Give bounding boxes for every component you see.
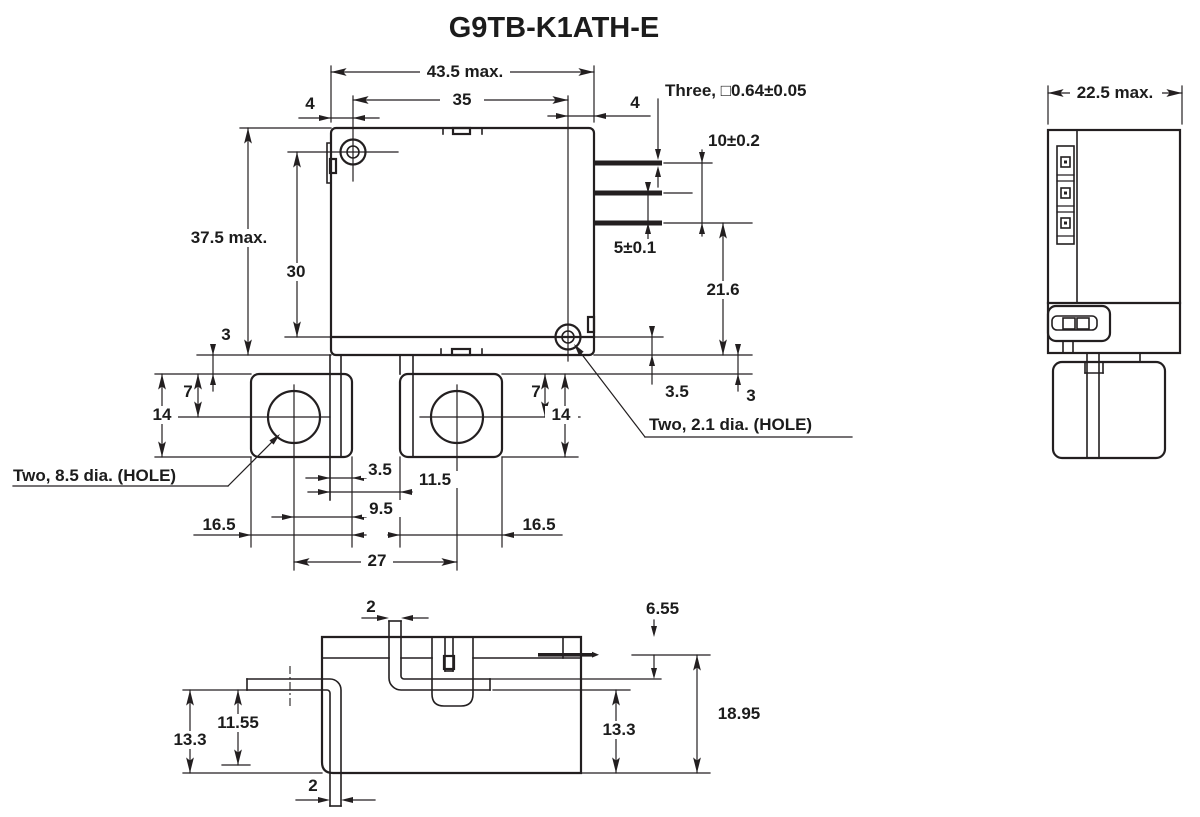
- terminal-pin: [594, 190, 662, 196]
- label-bg: [1070, 84, 1162, 102]
- dim-height-max: 37.5 max.: [191, 228, 268, 247]
- label-bg: [420, 63, 510, 81]
- front-view: 43.5 max. 35 4 4 Three, □0.64±0.05 10±0.…: [12, 62, 853, 571]
- side-view-outline: [1046, 128, 1182, 460]
- dim-bar-span: 11.5: [419, 470, 451, 489]
- dim-tab-hole-right: 7: [531, 382, 540, 401]
- mounting-tabs: [167, 354, 581, 571]
- label-bg: [412, 471, 458, 488]
- note-pin-size: Three, □0.64±0.05: [665, 81, 807, 100]
- label-bg: [440, 91, 484, 109]
- dim-hole-span-h: 35: [453, 90, 472, 109]
- dim-bar-thickness-top: 2: [366, 597, 375, 616]
- dim-gap-left: 3: [221, 325, 230, 344]
- dim-depth-max: 22.5 max.: [1077, 83, 1154, 102]
- label-bg: [147, 406, 178, 424]
- label-bg: [209, 714, 267, 732]
- dimension-lines: [12, 68, 853, 566]
- bottom-view-outline: [246, 620, 599, 807]
- front-view-outline: [287, 95, 662, 362]
- side-view: 22.5 max.: [1046, 83, 1183, 460]
- dim-case-to-bar: 6.55: [646, 599, 679, 618]
- dim-bar-thickness-bottom: 2: [308, 776, 317, 795]
- dim-pin-to-base: 18.95: [718, 704, 761, 723]
- note-large-holes: Two, 8.5 dia. (HOLE): [13, 466, 176, 485]
- label-bg: [545, 406, 578, 424]
- dim-tab-width-left: 16.5: [202, 515, 235, 534]
- terminal-pin: [594, 220, 662, 226]
- dim-hole-to-bottom: 3.5: [665, 382, 689, 401]
- bottom-view-dimensions: [182, 615, 711, 803]
- dim-width-max: 43.5 max.: [427, 62, 504, 81]
- dim-bar-to-base-left: 13.3: [173, 730, 206, 749]
- page-title: G9TB-K1ATH-E: [449, 12, 660, 44]
- dim-pin-to-base: 21.6: [706, 280, 739, 299]
- terminal-pin: [594, 160, 662, 166]
- label-bg: [596, 721, 642, 739]
- dim-hole-to-edge: 9.5: [369, 499, 393, 518]
- dim-bar-offset: 3.5: [368, 460, 392, 479]
- label-bg: [167, 731, 213, 749]
- dim-pin-pitch: 5±0.1: [614, 238, 656, 257]
- label-bg: [700, 281, 747, 299]
- label-bg: [606, 239, 664, 257]
- dim-bar-to-tab: 11.55: [217, 713, 259, 732]
- dim-hole-span-v: 30: [287, 262, 306, 281]
- dim-tab-height-left: 14: [153, 405, 172, 424]
- dim-tab-hole-left: 7: [183, 382, 192, 401]
- note-small-holes: Two, 2.1 dia. (HOLE): [649, 415, 812, 434]
- label-bg: [362, 500, 401, 517]
- terminal-pin: [538, 653, 592, 657]
- dim-offset-right: 4: [630, 93, 640, 112]
- dim-pin-span: 10±0.2: [708, 131, 760, 150]
- bottom-view: 2 6.55 18.95 13.3 11.55 13.3 2: [167, 597, 761, 807]
- dim-tab-width-right: 16.5: [522, 515, 555, 534]
- label-bg: [281, 263, 312, 281]
- dim-hole-pitch: 27: [368, 551, 387, 570]
- dim-gap-right: 3: [746, 386, 755, 405]
- label-bg: [181, 229, 278, 247]
- dim-bar-to-base-right: 13.3: [602, 720, 635, 739]
- dim-tab-height-right: 14: [552, 405, 571, 424]
- label-bg: [361, 552, 393, 570]
- label-bg: [361, 461, 399, 478]
- dim-offset-left: 4: [305, 94, 315, 113]
